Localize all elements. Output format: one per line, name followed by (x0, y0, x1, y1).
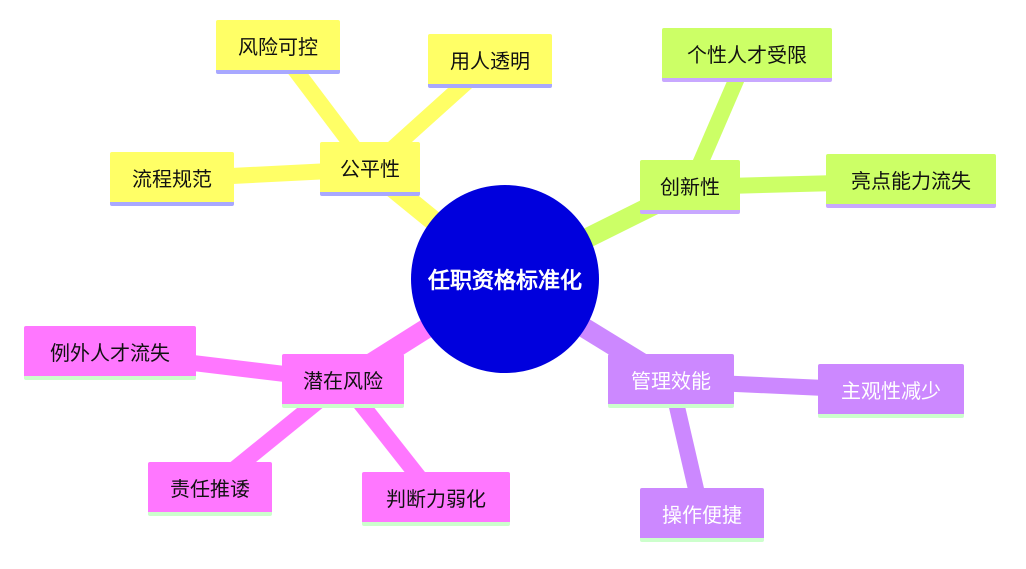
leaf-label: 判断力弱化 (386, 486, 486, 511)
branch-label: 公平性 (340, 156, 400, 181)
leaf-process-standard[interactable]: 流程规范 (110, 152, 234, 206)
leaf-label: 用人透明 (450, 48, 530, 73)
branch-fairness[interactable]: 公平性 (320, 142, 420, 196)
leaf-highlight-loss[interactable]: 亮点能力流失 (826, 154, 996, 208)
leaf-risk-control[interactable]: 风险可控 (216, 20, 340, 74)
leaf-label: 个性人才受限 (687, 42, 807, 67)
leaf-label: 亮点能力流失 (851, 168, 971, 193)
leaf-talent-limited[interactable]: 个性人才受限 (662, 28, 832, 82)
leaf-label: 责任推诿 (170, 476, 250, 501)
branch-label: 创新性 (660, 174, 720, 199)
leaf-transparent-hiring[interactable]: 用人透明 (428, 34, 552, 88)
leaf-label: 风险可控 (238, 34, 318, 59)
leaf-less-subjective[interactable]: 主观性减少 (818, 364, 964, 418)
center-label: 任职资格标准化 (427, 269, 582, 294)
branch-risks[interactable]: 潜在风险 (282, 354, 404, 408)
leaf-label: 例外人才流失 (50, 340, 170, 365)
branch-label: 潜在风险 (303, 368, 383, 393)
leaf-easy-operation[interactable]: 操作便捷 (640, 488, 764, 542)
leaf-label: 主观性减少 (841, 378, 941, 403)
leaf-exception-loss[interactable]: 例外人才流失 (24, 326, 196, 380)
leaf-judgment-weakened[interactable]: 判断力弱化 (362, 472, 510, 526)
branch-innovation[interactable]: 创新性 (640, 160, 740, 214)
leaf-label: 操作便捷 (662, 502, 742, 527)
center-node[interactable]: 任职资格标准化 (411, 185, 599, 373)
branch-label: 管理效能 (631, 368, 711, 393)
leaf-blame-shifting[interactable]: 责任推诿 (148, 462, 272, 516)
branch-efficiency[interactable]: 管理效能 (608, 354, 734, 408)
leaf-label: 流程规范 (132, 166, 212, 191)
